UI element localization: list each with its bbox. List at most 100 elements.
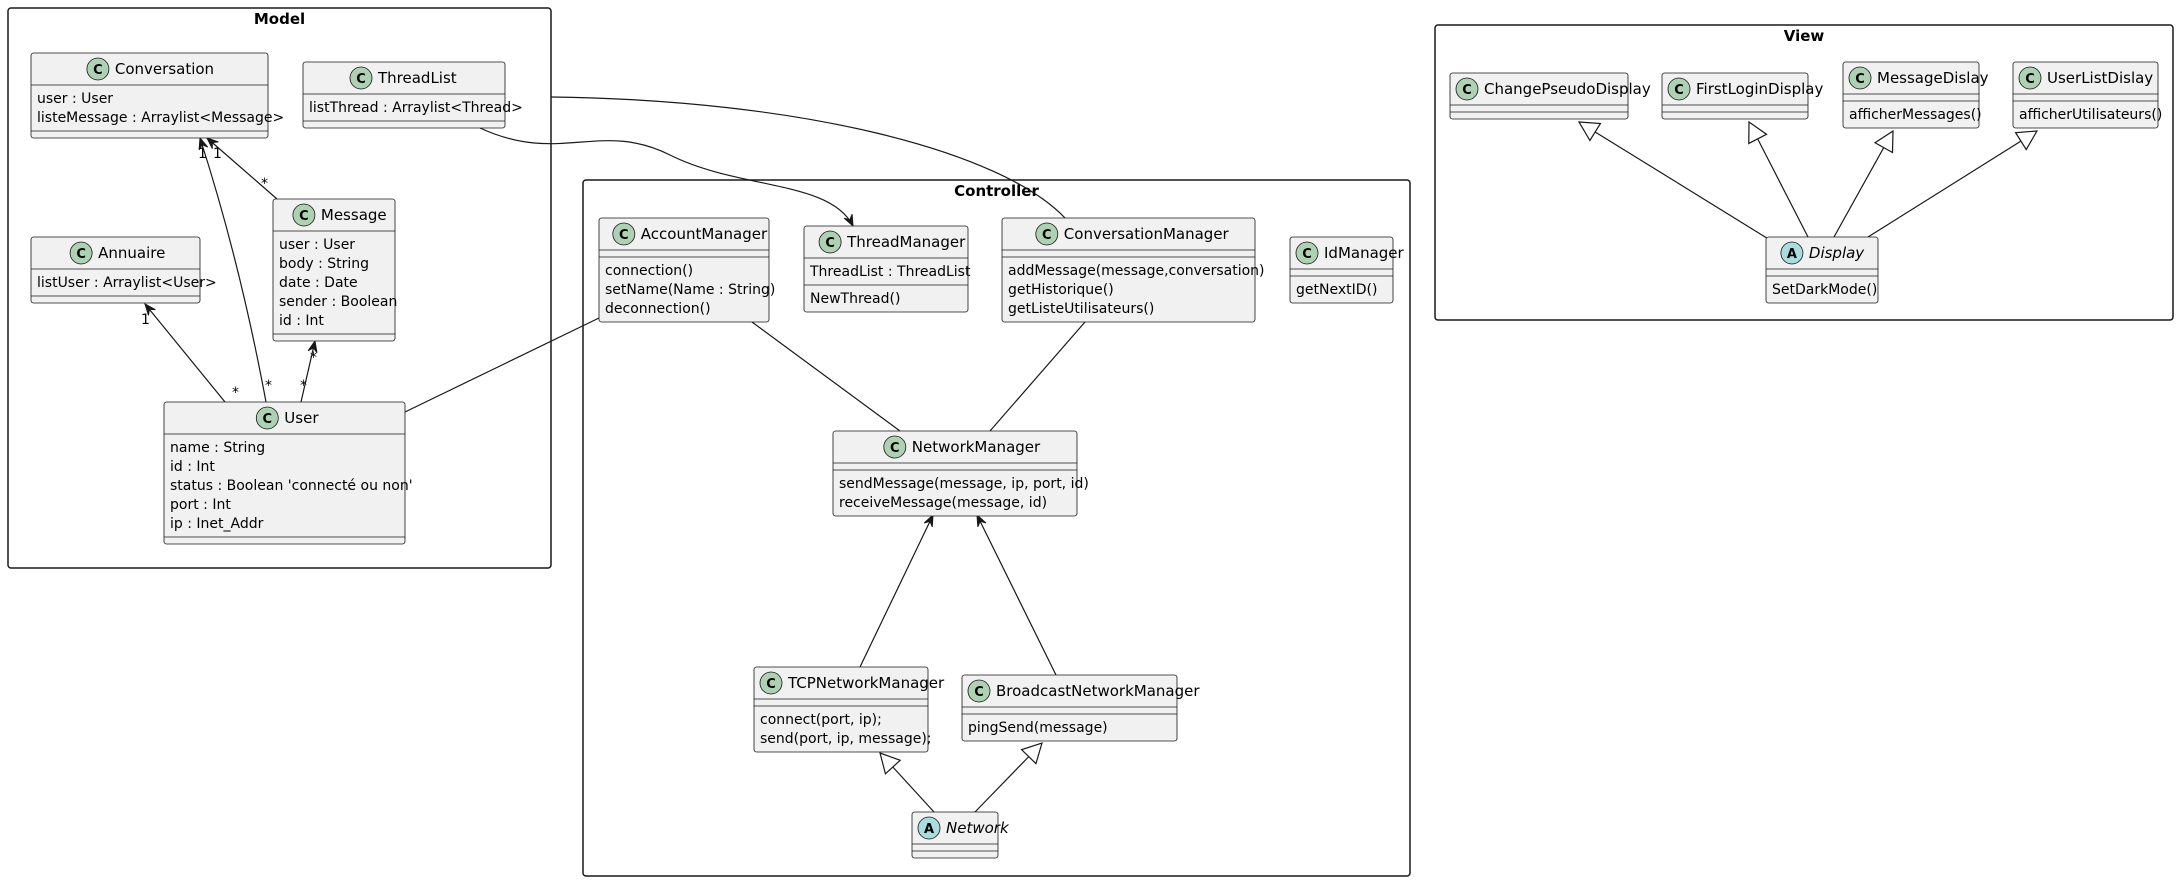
relation-user-to-conversation: *1: [198, 136, 272, 403]
class-field: body : String: [279, 256, 369, 272]
relation-line: [1867, 140, 2022, 238]
class-name: Conversation: [115, 60, 214, 78]
class-box: [1001, 217, 1256, 323]
package-frame: [7, 7, 552, 569]
class-name: User: [284, 409, 319, 427]
class-kind-letter: C: [1674, 83, 1684, 98]
class-box: [1661, 72, 1809, 120]
relation-user-to-annuaire: *1: [141, 302, 239, 403]
relation-line: [974, 756, 1030, 813]
relation-broadcast-network-manager-to-network-manager: [976, 513, 1057, 676]
class-name: ThreadList: [377, 69, 457, 87]
class-icon: [967, 679, 991, 703]
class-field: listeMessage : Arraylist<Message>: [37, 110, 284, 126]
relation-line: [892, 766, 935, 813]
relation-line: [1594, 131, 1771, 241]
class-method: afficherMessages(): [1849, 107, 1982, 123]
relation-line: [550, 96, 1066, 219]
class-method: addMessage(message,conversation): [1008, 263, 1264, 279]
class-box: [1842, 61, 1980, 129]
class-name: Display: [1809, 244, 1865, 262]
class-method: getListeUtilisateurs(): [1008, 301, 1154, 317]
class-field: sender : Boolean: [279, 294, 397, 310]
inheritance-arrowhead: [879, 752, 902, 775]
relation-line: [751, 321, 901, 432]
class-icon: [818, 230, 842, 254]
inheritance-arrowhead: [1020, 742, 1043, 765]
class-field: port : Int: [170, 497, 231, 513]
class-method: pingSend(message): [968, 720, 1108, 736]
package-title: Controller: [954, 182, 1039, 200]
class-icon: [612, 222, 636, 246]
class-method: afficherUtilisateurs(): [2019, 107, 2162, 123]
relation-line: [206, 137, 278, 200]
class-network: Network A: [911, 811, 1010, 859]
package-title: View: [1784, 27, 1825, 45]
relation-line: [404, 317, 600, 413]
class-box: [1449, 72, 1629, 120]
class-method: connection(): [605, 263, 693, 279]
relation-line: [1757, 138, 1809, 238]
multiplicity-label: 1: [198, 146, 207, 162]
abstract-class-icon: [917, 816, 941, 840]
class-method: getNextID(): [1296, 282, 1377, 298]
class-kind-letter: C: [619, 228, 629, 243]
package-view: View: [1434, 24, 2174, 321]
class-kind-letter: C: [825, 236, 835, 251]
multiplicity-label: *: [310, 350, 317, 366]
class-icon: [883, 435, 907, 459]
relation-line: [859, 514, 934, 668]
class-name: Message: [321, 206, 387, 224]
package-frame: [582, 179, 1411, 877]
arrowhead: [198, 136, 209, 151]
class-box: [753, 666, 929, 753]
arrowhead: [307, 339, 318, 354]
package-frame: [1434, 24, 2174, 321]
class-conversation-manager: ConversationManagerCaddMessage(message,c…: [1001, 217, 1264, 323]
class-name: Network: [946, 819, 1010, 837]
arrowhead: [144, 302, 156, 316]
class-name: MessageDislay: [1877, 69, 1989, 87]
class-broadcast-network-manager: BroadcastNetworkManagerCpingSend(message…: [961, 674, 1200, 742]
relations-layer: *1*1*1**: [141, 96, 2039, 813]
class-name: ThreadManager: [846, 233, 966, 251]
class-field: id : Int: [279, 313, 324, 329]
class-icon: [1455, 77, 1479, 101]
package-title: Model: [254, 10, 305, 28]
arrowhead: [206, 137, 219, 149]
class-box: [272, 198, 396, 342]
class-field: user : User: [37, 91, 113, 107]
class-kind-letter: A: [924, 822, 934, 837]
class-box: [163, 401, 406, 545]
relation-line: [144, 303, 226, 403]
relation-thread-list-to-conversation-manager: [550, 96, 1066, 219]
class-name: Annuaire: [98, 244, 165, 262]
arrowhead: [843, 213, 854, 228]
class-field: name : String: [170, 440, 265, 456]
multiplicity-label: *: [265, 378, 272, 394]
class-icon: [1667, 77, 1691, 101]
class-icon: [1295, 241, 1319, 265]
class-kind-letter: C: [356, 72, 366, 87]
inheritance-arrowhead: [2014, 130, 2039, 151]
class-method: sendMessage(message, ip, port, id): [839, 476, 1089, 492]
class-field: date : Date: [279, 275, 358, 291]
package-controller: Controller: [582, 179, 1411, 877]
class-method: send(port, ip, message);: [760, 731, 932, 747]
multiplicity-label: *: [300, 378, 307, 394]
class-field: ip : Inet_Addr: [170, 516, 264, 532]
relation-network-to-tcpnetwork-manager: [879, 752, 935, 813]
class-kind-letter: C: [1042, 228, 1052, 243]
relation-conversation-manager-to-network-manager: [989, 321, 1086, 432]
class-kind-letter: C: [974, 685, 984, 700]
class-name: NetworkManager: [912, 438, 1041, 456]
